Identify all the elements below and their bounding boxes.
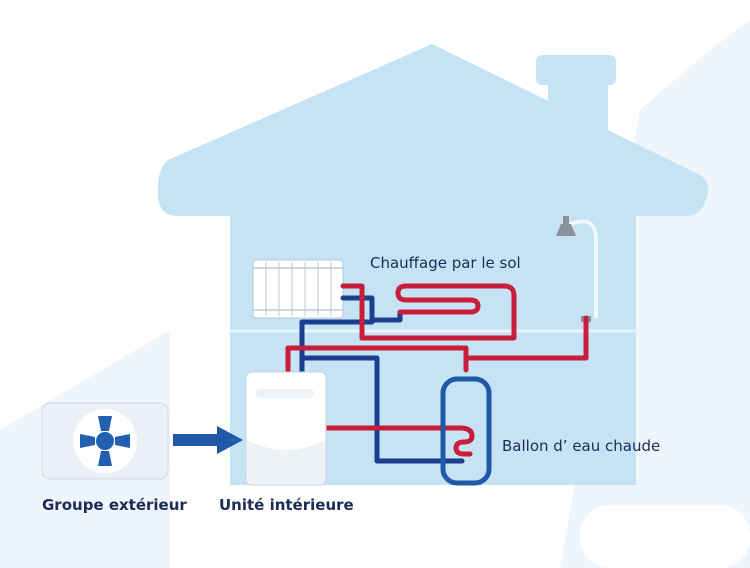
- cold-pipe-tank: [299, 355, 465, 464]
- outdoor-unit-label: Groupe extérieur: [42, 496, 187, 514]
- hot-pipe-radiator: [340, 283, 365, 341]
- indoor-unit: [245, 371, 327, 486]
- radiator-icon: [252, 259, 344, 319]
- pipes: [285, 283, 589, 464]
- chimney: [536, 55, 616, 85]
- hot-water-tank-label: Ballon d’ eau chaude: [502, 437, 661, 455]
- house: [157, 44, 708, 485]
- floor-heating-label: Chauffage par le sol: [370, 254, 521, 272]
- roof: [157, 44, 708, 217]
- hot-pipe-floor: [359, 283, 517, 341]
- cold-pipe-main: [299, 319, 375, 375]
- arrow-right-icon: [173, 426, 243, 454]
- indoor-unit-label: Unité intérieure: [219, 496, 354, 514]
- hot-water-tank: [440, 376, 492, 486]
- hot-pipe-tank: [322, 425, 475, 457]
- outdoor-unit: [41, 402, 169, 480]
- hot-pipe-main: [285, 315, 589, 375]
